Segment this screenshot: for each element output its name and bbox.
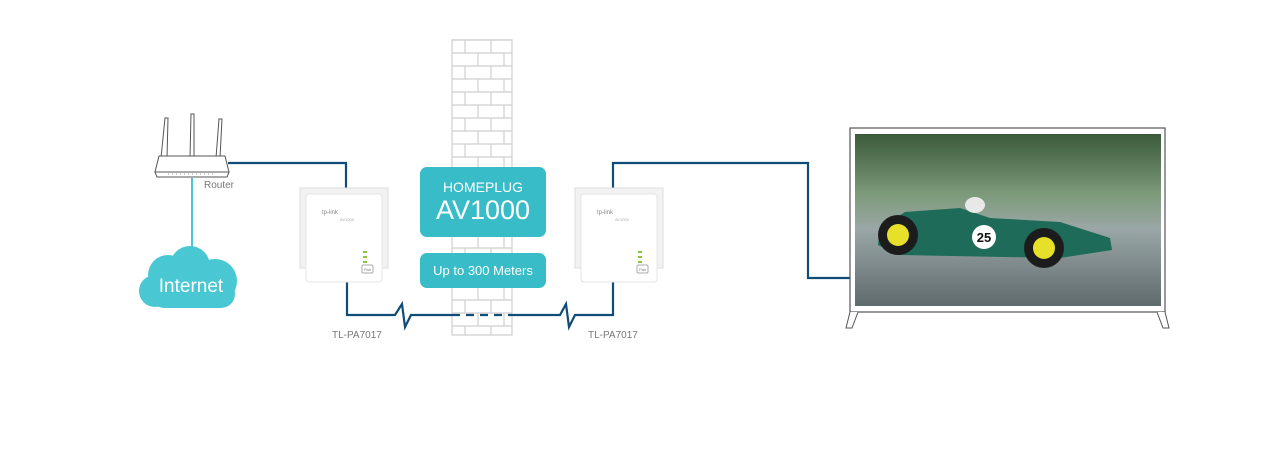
- model-mark: AV1000: [340, 217, 355, 222]
- led-indicator: [363, 256, 367, 258]
- adapter-to-tv-cable: [611, 161, 852, 280]
- powerline-left: [345, 282, 452, 331]
- led-indicator: [638, 251, 642, 253]
- brand-logo: tp-link: [322, 210, 339, 216]
- router-icon: [154, 113, 230, 178]
- range-text: Up to 300 Meters: [433, 263, 533, 278]
- cables: [228, 161, 852, 331]
- router-to-adapter-cable: [228, 161, 348, 190]
- brand-logo: tp-link: [597, 210, 614, 216]
- adapter-right-label: TL-PA7017: [588, 330, 638, 341]
- model-mark: AV1000: [615, 217, 630, 222]
- pair-label: Pair: [639, 267, 647, 272]
- standard-line2: AV1000: [435, 195, 531, 225]
- powerline-right: [512, 282, 615, 331]
- car-number: 25: [977, 230, 991, 245]
- adapter-left-label: TL-PA7017: [332, 330, 382, 341]
- race-car-image: 25: [878, 197, 1112, 268]
- standard-badge: HOMEPLUG AV1000: [420, 167, 546, 237]
- pair-button: [361, 264, 374, 274]
- led-indicator: [638, 256, 642, 258]
- range-badge: Up to 300 Meters: [420, 253, 546, 288]
- led-indicator: [638, 261, 642, 263]
- internet-label: Internet: [158, 276, 224, 297]
- router-label: Router: [204, 180, 235, 191]
- pair-button: [636, 264, 649, 274]
- pair-label: Pair: [364, 267, 372, 272]
- led-indicator: [363, 261, 367, 263]
- internet-cloud-icon: [139, 246, 237, 308]
- led-indicator: [363, 251, 367, 253]
- standard-line1: HOMEPLUG: [442, 179, 524, 195]
- tv-icon: 25: [845, 127, 1170, 329]
